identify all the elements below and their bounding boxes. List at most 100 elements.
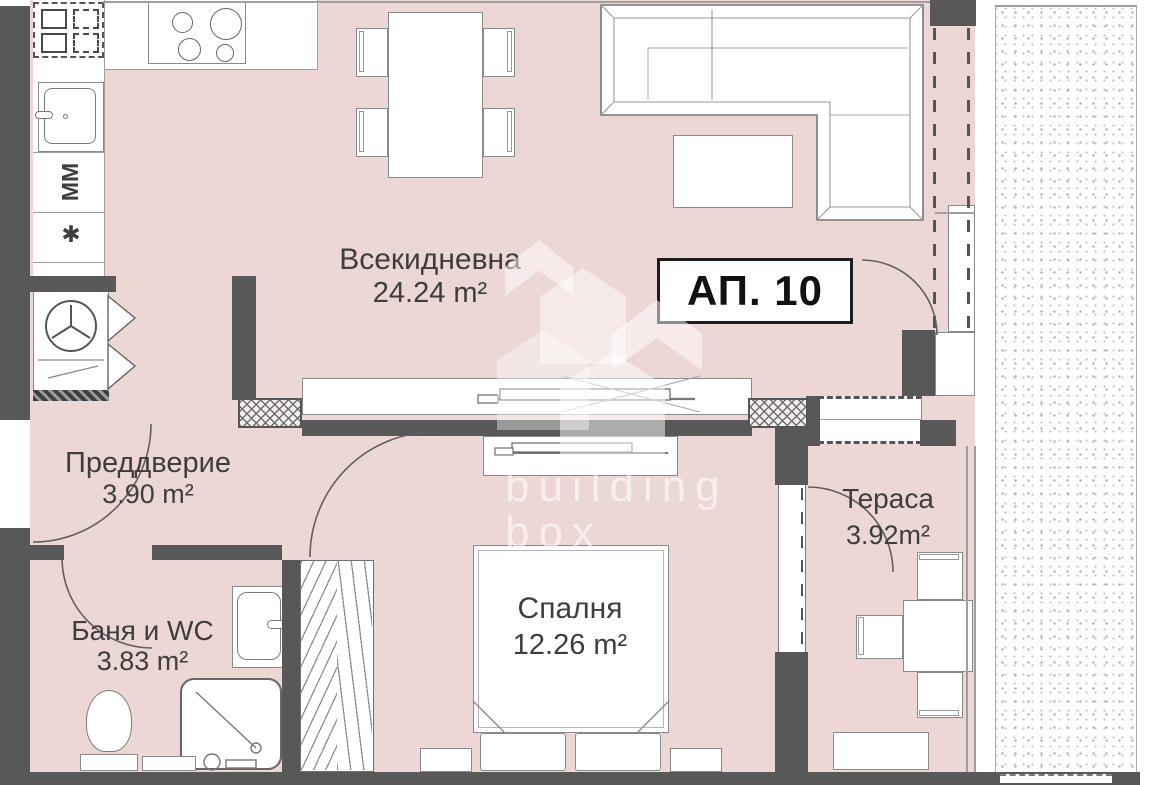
cabinet-cell: [41, 33, 67, 53]
plan-top-cut-line: [103, 1, 933, 3]
chair-back: [359, 111, 364, 152]
terrace-railing-line: [974, 446, 976, 772]
pillow: [575, 733, 661, 771]
nightstand: [670, 748, 722, 772]
balcony-sill-box: [948, 205, 975, 332]
bathroom-area: 3.83 m²: [96, 646, 189, 677]
terrace-window: [818, 396, 922, 444]
exterior-gutter: [975, 0, 995, 772]
balcony-glass-dashes: [967, 28, 970, 332]
hallway-area: 3.90 m²: [102, 479, 194, 510]
hallway-label: Преддверие 3.90 m²: [38, 447, 258, 510]
wall-bathroom-top-right: [152, 545, 282, 560]
terrace-railing-line: [966, 446, 968, 772]
wardrobe: [300, 560, 374, 772]
watermark-building: building: [505, 462, 729, 511]
wall-bottom: [0, 772, 1140, 785]
dining-chair: [356, 108, 388, 157]
mattress-inner-line: [478, 550, 664, 728]
living-glass-wall-dashes: [933, 28, 936, 332]
stipple-top-line: [995, 5, 1137, 7]
chair-back: [919, 710, 959, 716]
dining-chair: [483, 28, 515, 77]
counter-divider: [33, 262, 105, 264]
wall-left-lower: [0, 528, 30, 772]
wall-bedroom-terrace-lower: [775, 652, 808, 772]
terrace-area: 3.92m²: [845, 520, 931, 551]
wall-top-right-block: [930, 0, 976, 26]
door-glass-dashes: [800, 488, 803, 648]
wall-bathroom-wardrobe: [282, 560, 300, 772]
chair-back: [507, 31, 512, 72]
bathroom-label: Баня и WC 3.83 m²: [40, 615, 245, 677]
wall-bathroom-top-left: [30, 545, 64, 560]
wall-crosshatch-right: [748, 398, 808, 428]
freezer-asterisk: ✱: [61, 221, 81, 247]
counter-divider: [33, 152, 105, 154]
chair-back: [919, 554, 959, 560]
terrace-glazed-door: [778, 483, 806, 653]
counter-divider: [33, 212, 105, 214]
balcony-sill-line: [935, 212, 975, 214]
wall-kitchen-hall-vertical: [232, 276, 256, 400]
sink-drain: [63, 114, 68, 119]
exterior-stippled-area: [995, 6, 1137, 772]
living-room-area: 24.24 m²: [372, 276, 488, 309]
apartment-number-badge: АП. 10: [657, 258, 853, 324]
wall-bedroom-terrace-upper: [775, 428, 808, 485]
terrace-chair-top: [917, 552, 963, 600]
coffee-table: [673, 135, 793, 208]
wall-crosshatch-left: [238, 398, 302, 428]
wardrobe-hatch-left: [301, 561, 337, 770]
bottom-window-dashed: [1000, 774, 1112, 783]
stove-burner: [178, 38, 201, 61]
terrace-chair-left: [856, 615, 903, 659]
chair-back: [507, 111, 512, 152]
bathroom-name: Баня и WC: [71, 615, 214, 646]
terrace-label: Тераса 3.92m²: [818, 483, 958, 551]
wall-terrace-corner: [920, 420, 956, 446]
toilet-tank: [80, 754, 138, 771]
wall-left-upper: [0, 6, 30, 420]
chair-back: [858, 617, 864, 655]
dining-chair: [356, 28, 388, 77]
kitchen-upper-cabinet-dashed: [33, 2, 104, 58]
microwave-label: ММ: [57, 162, 84, 202]
terrace-chair-bottom: [917, 672, 963, 718]
dining-chair: [483, 108, 515, 157]
living-room-name: Всекидневна: [339, 243, 521, 276]
bathroom-shelf: [142, 756, 196, 771]
watermark-box: box: [505, 508, 603, 557]
terrace-name: Тераса: [842, 483, 934, 514]
sink-faucet: [35, 111, 53, 119]
living-room-label: Всекидневна 24.24 m²: [310, 243, 550, 309]
stove-burner: [216, 44, 234, 62]
bedroom-area: 12.26 m²: [512, 628, 628, 661]
terrace-planter: [833, 732, 929, 770]
closet-threshold: [33, 390, 109, 401]
washing-machine: [45, 300, 97, 352]
wall-hall-kitchen-stub: [0, 276, 116, 292]
chair-back: [359, 31, 364, 72]
cabinet-cell: [41, 9, 67, 29]
stove-burner: [172, 12, 193, 33]
hallway-name: Преддверие: [65, 447, 231, 479]
bedroom-label: Спалня 12.26 m²: [470, 592, 670, 661]
bed: [473, 545, 669, 733]
wall-balcony-pier: [902, 330, 935, 396]
bedroom-name: Спалня: [517, 592, 623, 625]
bathroom-sink: [232, 586, 288, 668]
toilet-bowl: [86, 690, 132, 752]
window-center-line: [819, 419, 921, 421]
wall-terrace-jamb: [806, 396, 820, 446]
nightstand: [420, 748, 472, 772]
balcony-corner-box: [935, 332, 975, 396]
cabinet-cell: [73, 9, 99, 29]
wardrobe-hatch-right: [337, 561, 372, 770]
dining-table: [388, 12, 483, 178]
terrace-table: [903, 600, 973, 672]
kitchen-sink: [35, 82, 104, 152]
stove-burner: [210, 8, 242, 40]
cabinet-cell: [73, 33, 99, 53]
